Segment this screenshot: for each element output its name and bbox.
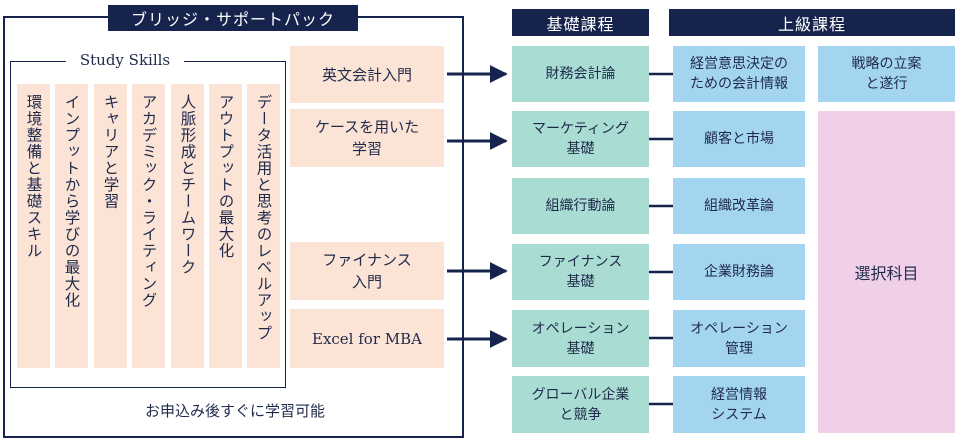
study-skill-card-output: アウトプットの最大化 [209,84,242,368]
basic-course-finance: ファイナンス 基礎 [512,244,649,300]
study-skill-card-input: インプットから学びの最大化 [55,84,88,368]
advanced-course-organizational-reform: 組織改革論 [673,178,805,234]
advanced-course-operations-management: オペレーション 管理 [673,310,805,367]
bridge-to-basic-arrows [447,65,508,348]
basic-course-global-competition: グローバル企業 と競争 [512,376,649,433]
study-skill-card-data: データ活用と思考のレベルアップ [247,84,280,368]
study-skill-card-academic-writing: アカデミック・ライティング [132,84,165,368]
study-skill-label: データ活用と思考のレベルアップ [254,94,273,342]
basic-course-header: 基礎課程 [512,9,649,36]
basic-course-operations: オペレーション 基礎 [512,310,649,367]
advanced-course-customer-market: 顧客と市場 [673,111,805,167]
study-skill-card-networking: 人脈形成とチームワーク [171,84,204,368]
study-skills-title: Study Skills [66,51,184,69]
study-skill-card-career: キャリアと学習 [94,84,127,368]
advanced-course-information-systems: 経営情報 システム [673,376,805,433]
basic-course-organizational-behavior: 組織行動論 [512,178,649,234]
advanced-course-header: 上級課程 [669,9,955,36]
bridge-course-excel: Excel for MBA [290,309,444,368]
study-skill-card-environment: 環境整備と基礎スキル [17,84,50,368]
advanced-course-decision-accounting: 経営意思決定の ための会計情報 [673,46,805,102]
study-skill-label: キャリアと学習 [101,94,120,210]
basic-course-financial-accounting: 財務会計論 [512,46,649,102]
bridge-footer-note: お申込み後すぐに学習可能 [144,402,325,420]
study-skill-label: アウトプットの最大化 [216,94,235,259]
advanced-course-corporate-finance: 企業財務論 [673,244,805,300]
bridge-support-pack-title: ブリッジ・サポートパック [108,5,358,31]
basic-course-marketing: マーケティング 基礎 [512,111,649,167]
study-skill-label: インプットから学びの最大化 [62,94,81,309]
study-skill-label: 環境整備と基礎スキル [24,94,43,259]
bridge-course-case-learning: ケースを用いた 学習 [290,109,444,167]
advanced-course-electives: 選択科目 [818,111,955,433]
bridge-course-accounting: 英文会計入門 [290,46,444,103]
advanced-course-strategy: 戦略の立案 と遂行 [818,46,955,102]
study-skill-label: アカデミック・ライティング [139,94,158,309]
basic-to-advanced-connectors [649,72,673,406]
study-skill-label: 人脈形成とチームワーク [178,94,197,276]
bridge-course-finance: ファイナンス 入門 [290,242,444,300]
